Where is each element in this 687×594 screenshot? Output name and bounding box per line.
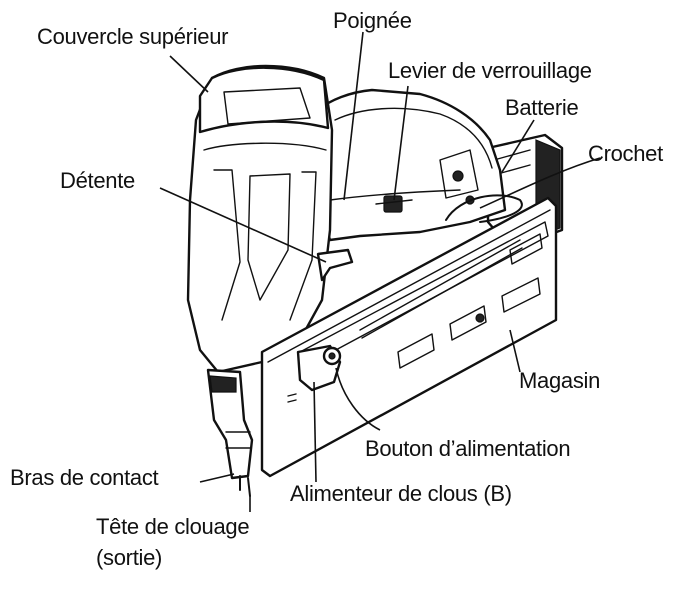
label-tete-clouage: Tête de clouage [96,514,249,540]
label-levier-verrouillage: Levier de verrouillage [388,58,592,84]
label-tete-sortie: (sortie) [96,545,162,571]
label-crochet: Crochet [588,141,663,167]
nose-shape [208,370,252,496]
label-bras-contact: Bras de contact [10,465,158,491]
label-poignee: Poignée [333,8,412,34]
label-couvercle-superieur: Couvercle supérieur [37,24,228,50]
label-detente: Détente [60,168,135,194]
leader-couvercle [170,56,208,92]
label-bouton-alimentation: Bouton d’alimentation [365,436,570,462]
handle-shape [318,90,505,240]
label-magasin: Magasin [519,368,600,394]
label-alimenteur-clous: Alimenteur de clous (B) [290,481,512,507]
label-batterie: Batterie [505,95,578,121]
leader-bras [200,474,234,482]
